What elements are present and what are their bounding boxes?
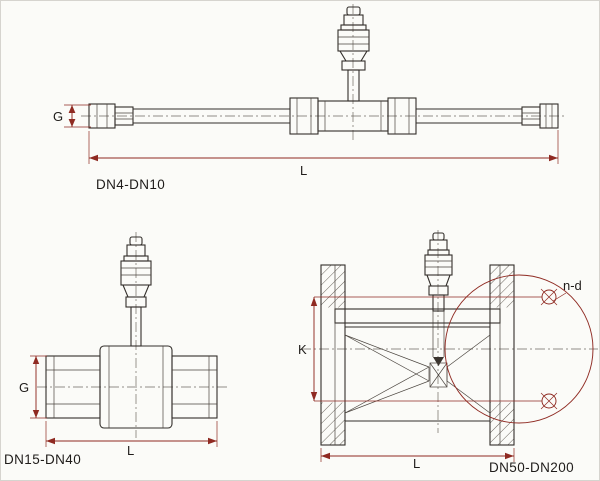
bolt-hole-bottom xyxy=(540,392,558,410)
turbine-rotor xyxy=(429,362,448,388)
dimension-g: G xyxy=(53,104,91,128)
dimension-l: L xyxy=(88,130,559,178)
dimension-l: L xyxy=(320,448,515,471)
centerlines xyxy=(81,4,565,143)
view-dn4-dn10: G L DN4-DN10 xyxy=(53,4,565,192)
centerlines xyxy=(301,230,598,433)
left-flange xyxy=(320,264,346,446)
dim-label-k: K xyxy=(298,342,307,357)
dim-label-g: G xyxy=(53,109,63,124)
mounting-plate xyxy=(334,308,501,324)
flange-face-projection: n-d xyxy=(444,274,594,424)
internal-turbine-assembly xyxy=(344,334,491,414)
view-label-dn4-dn10: DN4-DN10 xyxy=(96,177,165,192)
dimension-g: G xyxy=(19,355,47,419)
flange-outline-circle xyxy=(444,274,594,424)
sensor-transmitter xyxy=(337,6,370,102)
view-dn50-dn200: n-d K L DN50-DN200 xyxy=(298,230,598,475)
dim-label-n-d: n-d xyxy=(563,278,582,293)
meter-body xyxy=(88,97,559,135)
sensor-transmitter xyxy=(120,236,152,347)
sensor-transmitter xyxy=(424,232,453,366)
meter-body xyxy=(45,345,218,429)
view-dn15-dn40: G L DN15-DN40 xyxy=(4,232,227,467)
bolt-hole-top xyxy=(540,288,558,306)
view-label-dn50-dn200: DN50-DN200 xyxy=(489,460,574,475)
bolt-hole-leader-line xyxy=(552,292,567,302)
dim-label-g: G xyxy=(19,380,29,395)
dim-label-l: L xyxy=(413,456,420,471)
sensor-probe-tip xyxy=(433,357,444,366)
right-flange xyxy=(489,264,515,446)
meter-body-section xyxy=(320,264,515,446)
dim-label-l: L xyxy=(300,163,307,178)
dim-label-l: L xyxy=(127,443,134,458)
dimension-l: L xyxy=(45,421,218,458)
view-label-dn15-dn40: DN15-DN40 xyxy=(4,452,81,467)
dimension-k: K xyxy=(298,296,542,402)
centerlines xyxy=(37,232,227,438)
